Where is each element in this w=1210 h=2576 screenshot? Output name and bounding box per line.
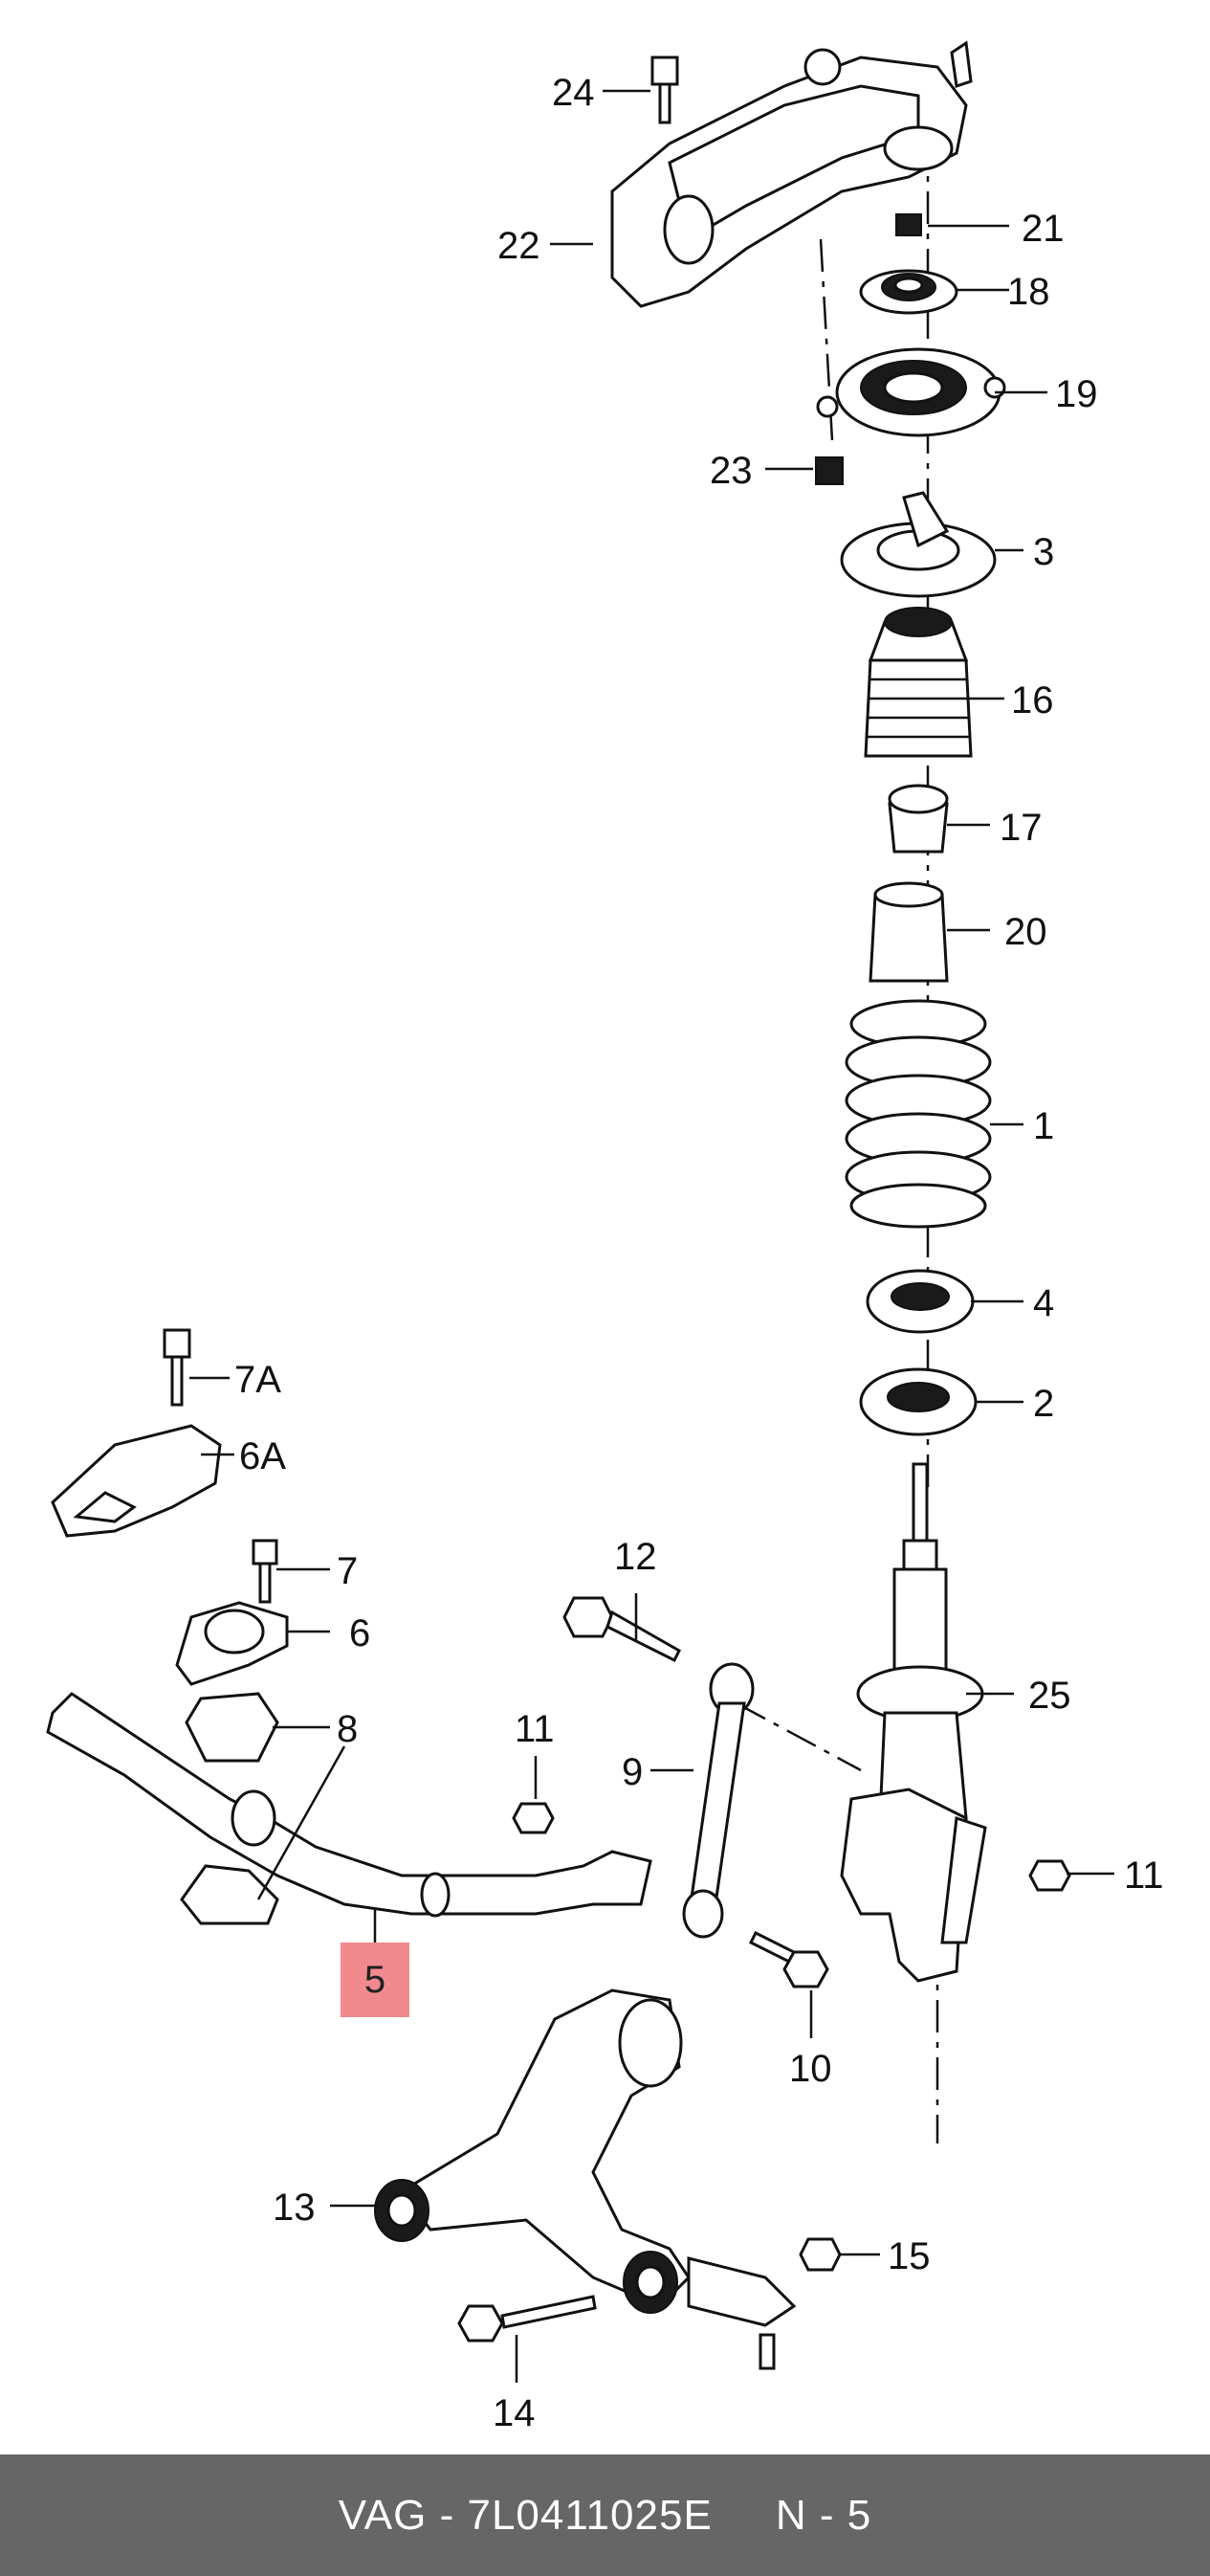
callout-14: 14 [493, 2392, 536, 2434]
footer-bar: VAG - 7L0411025E N - 5 [0, 2454, 1210, 2576]
bump-stop [888, 784, 949, 854]
wishbone-nut [799, 2237, 842, 2272]
footer-gap [713, 2492, 776, 2540]
lower-spring-seat [859, 1367, 978, 1436]
steering-knuckle [840, 1788, 987, 1983]
callout-13: 13 [273, 2187, 316, 2229]
callout-10: 10 [789, 2048, 832, 2090]
stabilizer-bar [46, 1692, 652, 1918]
highlighted-part-label: 5 [363, 1958, 386, 2001]
upper-spring-seat [840, 491, 997, 598]
callout-21: 21 [1022, 208, 1065, 250]
callout-1: 1 [1033, 1105, 1054, 1147]
lower-clamp-piece [180, 1864, 279, 1925]
callout-8: 8 [337, 1708, 358, 1750]
link-axis-line [736, 1701, 862, 1772]
callout-25: 25 [1028, 1675, 1071, 1717]
footer-separator: - [427, 2491, 468, 2539]
callout-12: 12 [614, 1536, 657, 1578]
footer-page: N - 5 [775, 2491, 872, 2539]
callout-17: 17 [1000, 807, 1043, 849]
callout-23: 23 [710, 450, 753, 492]
mount-axis-line [819, 238, 834, 441]
link-nut [512, 1802, 555, 1834]
clamp-bracket-6a [51, 1424, 222, 1538]
callout-3: 3 [1033, 531, 1054, 573]
top-bolt [650, 56, 679, 124]
callout-7a: 7A [234, 1359, 281, 1401]
link-bolt-12 [562, 1596, 681, 1663]
stabilizer-clamp [175, 1601, 289, 1686]
spring-pad [866, 1269, 975, 1334]
clamp-bolt-7 [252, 1539, 278, 1604]
callout-19: 19 [1055, 373, 1098, 415]
buffer-sleeve [869, 881, 949, 983]
callout-4: 4 [1033, 1282, 1054, 1324]
footer-part-number: 7L0411025E [467, 2491, 713, 2539]
coil-spring [845, 999, 992, 1229]
callout-9: 9 [622, 1751, 643, 1793]
callout-24: 24 [552, 72, 595, 114]
leader-lines [189, 89, 1114, 2383]
exploded-suspension-diagram: 24 22 21 18 19 23 3 16 17 20 1 4 2 7A 6A… [46, 40, 1164, 2434]
callout-2: 2 [1033, 1383, 1054, 1425]
callout-15: 15 [888, 2235, 931, 2277]
link-bolt-10 [748, 1930, 829, 1988]
callout-18: 18 [1007, 271, 1050, 313]
shock-absorber [856, 1462, 984, 1820]
footer-brand: VAG [338, 2491, 428, 2539]
callout-11-left: 11 [515, 1708, 555, 1750]
callout-11-right: 11 [1124, 1854, 1164, 1897]
callout-22: 22 [497, 225, 540, 267]
upper-mount-bracket [610, 40, 973, 308]
wishbone-bolt [457, 2295, 597, 2343]
callout-6a: 6A [239, 1435, 286, 1477]
protective-boot [864, 607, 973, 758]
strut-bearing [859, 269, 958, 315]
highlighted-part-callout: 5 [341, 1943, 409, 2017]
clamp-bolt-7a [163, 1328, 191, 1407]
lower-wishbone [374, 1988, 797, 2370]
callout-16: 16 [1011, 679, 1054, 722]
coupling-rod [682, 1662, 755, 1939]
mount-nut [815, 456, 844, 485]
strut-top-nut [895, 213, 922, 236]
callout-20: 20 [1004, 911, 1047, 953]
callout-7: 7 [337, 1550, 358, 1592]
knuckle-nut [1028, 1859, 1071, 1892]
stabilizer-bush [185, 1692, 279, 1763]
strut-mount [816, 347, 1006, 437]
callout-6: 6 [349, 1612, 370, 1654]
